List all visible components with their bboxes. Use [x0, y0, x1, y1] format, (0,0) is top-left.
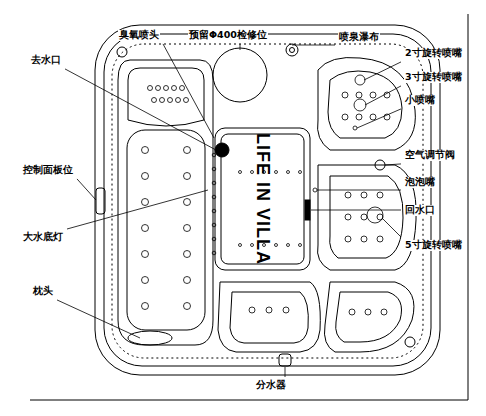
part-label: 控制面板位: [22, 165, 74, 176]
leader-line: [317, 190, 401, 191]
leader-line: [285, 367, 286, 377]
leader-line: [382, 218, 401, 237]
part-label: 分水器: [255, 380, 287, 391]
part-label: 去水口: [30, 55, 62, 66]
part-label: 喷泉瀑布: [338, 32, 380, 43]
leader-line: [163, 44, 214, 138]
part-label: 3寸旋转喷嘴: [404, 72, 463, 83]
part-label: 2寸旋转喷嘴: [404, 48, 463, 59]
part-label: 大水底灯: [22, 232, 64, 243]
part-label: 回水口: [404, 205, 436, 216]
leader-line: [65, 69, 216, 150]
part-label: 预留Φ400检修位: [188, 30, 268, 41]
leader-line: [365, 86, 401, 105]
part-label: 5寸旋转喷嘴: [404, 240, 463, 251]
leader-line: [77, 179, 96, 200]
leader-line: [385, 164, 401, 165]
leader-line: [57, 300, 140, 338]
part-label: 小喷嘴: [404, 95, 436, 106]
leader-line: [67, 190, 208, 229]
part-label: 臭氧喷头: [118, 30, 160, 41]
leader-line: [311, 210, 401, 211]
part-label: 泡泡嘴: [404, 177, 436, 188]
part-label: 枕头: [32, 286, 54, 297]
brand-watermark: LIFE IN VILLA: [252, 133, 273, 265]
leader-line: [240, 44, 241, 50]
part-label: 空气调节阀: [404, 150, 456, 161]
leader-line: [364, 62, 401, 80]
leader-line: [357, 109, 401, 128]
leader-line: [292, 45, 335, 46]
